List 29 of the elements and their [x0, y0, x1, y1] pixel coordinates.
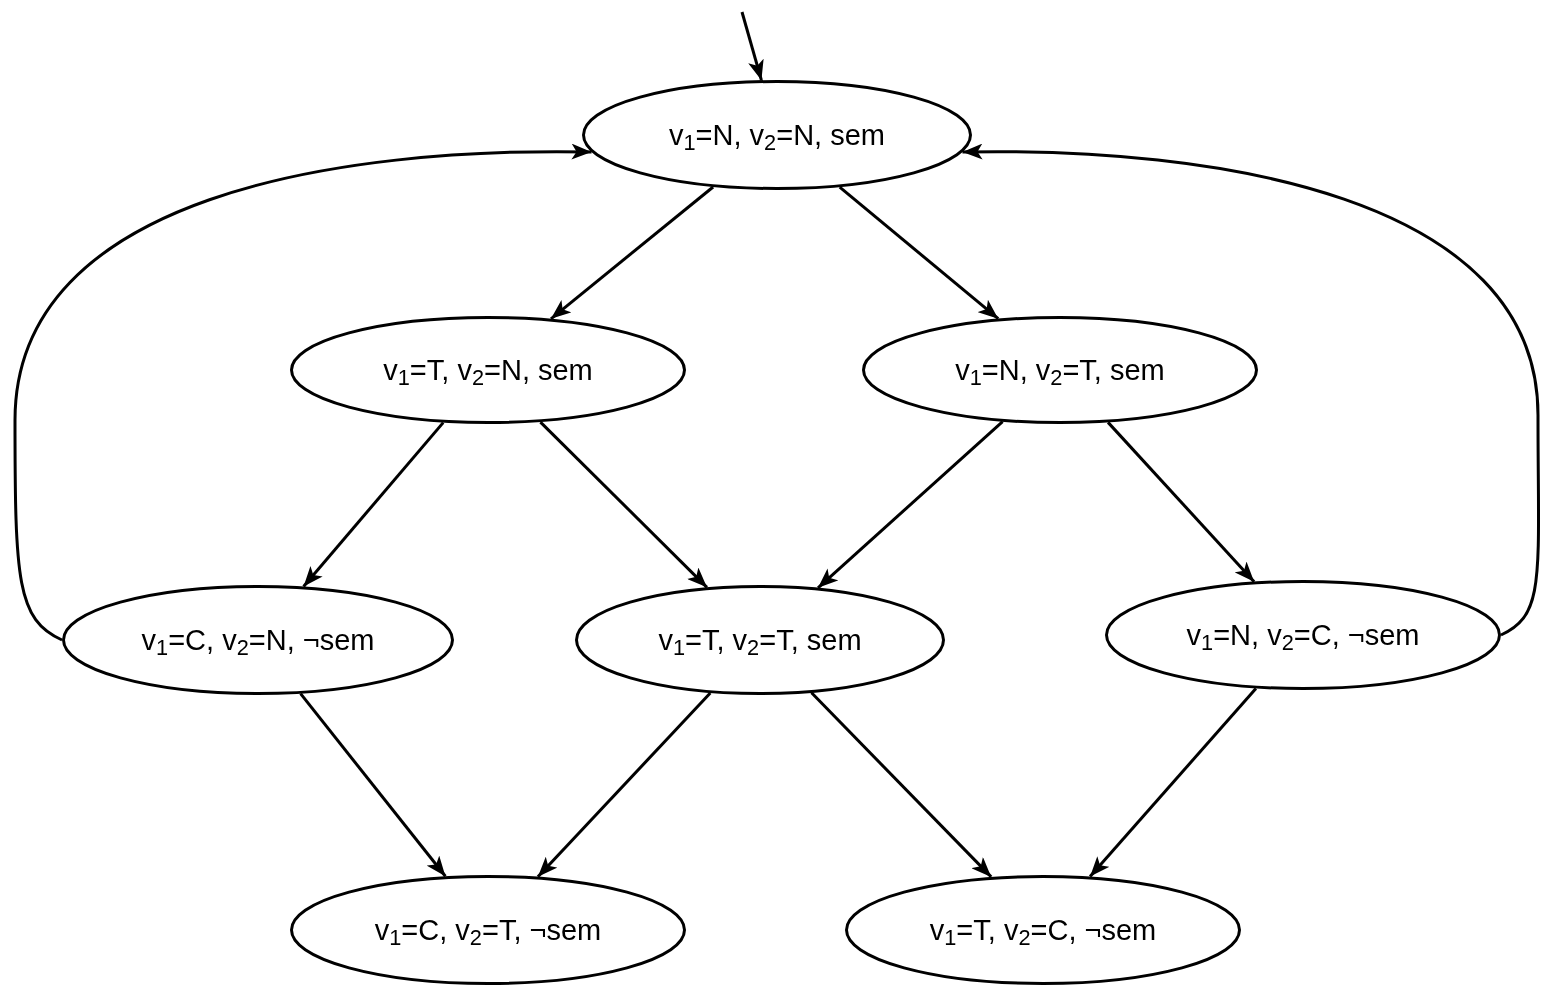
arrow [1088, 687, 1258, 878]
arrow [13, 143, 592, 642]
state-ellipse [582, 80, 972, 190]
arrow [539, 421, 708, 589]
arrow [536, 691, 712, 878]
state-label: v$_{1}$=C, v$_{2}$=N, ¬sem [141, 625, 375, 655]
state-label: v$_{1}$=N, v$_{2}$=T, sem [955, 355, 1165, 385]
arrow [1106, 421, 1256, 583]
state-ellipse [62, 585, 454, 695]
state-label: v$_{1}$=N, v$_{2}$=C, ¬sem [1186, 620, 1420, 650]
state-ellipse [290, 875, 686, 985]
state-label: v$_{1}$=T, v$_{2}$=N, sem [383, 355, 593, 385]
state-ellipse [862, 316, 1258, 424]
arrow [817, 420, 1004, 589]
state-ellipse [1105, 580, 1501, 690]
arrow [740, 11, 764, 81]
state-ellipse [845, 875, 1241, 985]
state-label: v$_{1}$=N, v$_{2}$=N, sem [669, 120, 885, 150]
arrow [962, 143, 1541, 637]
arrow [302, 421, 445, 588]
arrow [838, 185, 1000, 320]
state-label: v$_{1}$=C, v$_{2}$=T, ¬sem [374, 915, 602, 945]
state-label: v$_{1}$=T, v$_{2}$=C, ¬sem [929, 915, 1157, 945]
state-ellipse [575, 585, 945, 695]
arrow [550, 185, 715, 320]
arrow [810, 691, 993, 878]
arrow [299, 692, 447, 878]
state-ellipse [290, 316, 686, 424]
state-label: v$_{1}$=T, v$_{2}$=T, sem [658, 625, 862, 655]
